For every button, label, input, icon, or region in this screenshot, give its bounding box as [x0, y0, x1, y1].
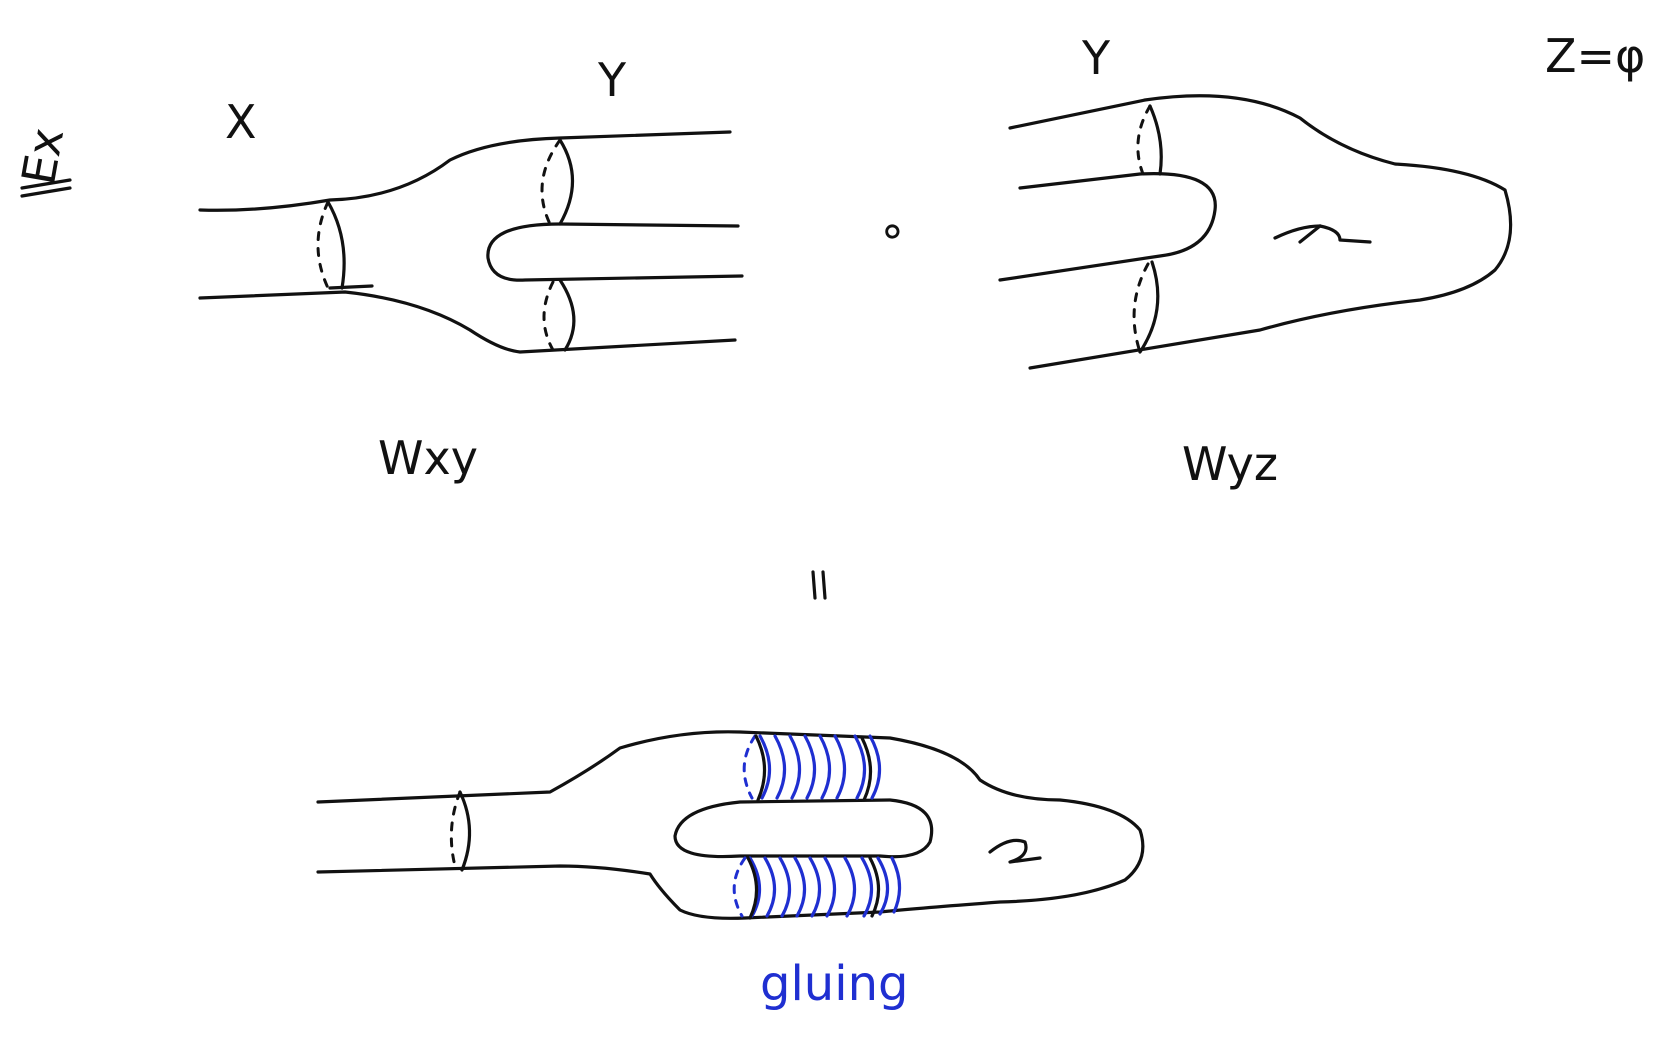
composite-outer-edge [318, 732, 1143, 919]
collar-upper-ring [805, 736, 815, 798]
collar-lower-ring [825, 858, 835, 916]
composite-hole [675, 800, 932, 857]
wyz-outer-edge [1010, 96, 1511, 368]
label-x: X [225, 95, 257, 149]
collar-upper-ring [790, 736, 800, 798]
collar-upper-ring [835, 736, 845, 798]
collar-upper-back [744, 736, 755, 798]
wxy-x-circle-back [318, 202, 328, 288]
label-y-right: Y [1081, 31, 1111, 85]
collar-lower-ring [862, 858, 872, 916]
wyz-inner-cap [1000, 174, 1215, 280]
collar-lower-ring [795, 858, 805, 916]
cobordism-composite: gluing [318, 732, 1143, 1012]
collar-lower-ring [765, 858, 775, 916]
ex-text: Ex [11, 124, 74, 189]
label-z-empty: Z=φ [1545, 29, 1645, 83]
collar-upper-ring [775, 736, 785, 798]
compose-symbol: ∘ [878, 203, 907, 257]
wxy-bottom-edge [200, 292, 735, 352]
collar-lower-ring [845, 858, 855, 916]
label-gluing: gluing [760, 956, 908, 1012]
equals-sign: = [0, 0, 825, 598]
wxy-y2-circle-back [544, 282, 553, 350]
equals-stroke-2 [823, 572, 825, 598]
label-y-left: Y [597, 53, 627, 107]
collar-lower-back [734, 858, 745, 916]
wxy-x-circle-front [328, 202, 344, 288]
wxy-top-edge [200, 132, 730, 210]
label-wxy: Wxy [378, 431, 478, 485]
collar-lower-ring [810, 858, 820, 916]
wxy-inner-u [488, 224, 742, 280]
collar-lower-ring [892, 858, 900, 912]
example-label: Ex [11, 124, 74, 196]
wyz-y2-circle-front [1140, 262, 1158, 352]
wyz-handle-mark [1275, 226, 1370, 242]
wyz-y1-circle-back [1138, 106, 1150, 174]
wyz-y1-circle-front [1150, 106, 1161, 174]
collar-lower-ring [780, 858, 790, 916]
collar-upper-ring [820, 736, 830, 798]
cobordism-wxy: X Y Wxy [200, 53, 742, 485]
ex-underline-2 [22, 188, 70, 196]
composite-x-circle-back [451, 792, 460, 870]
wxy-x-tick [330, 286, 372, 288]
wxy-y2-circle-front [560, 280, 574, 350]
gluing-collar-lower [734, 858, 899, 918]
gluing-collar-upper [744, 736, 879, 800]
cobordism-wyz: Y Z=φ Wyz [1000, 29, 1645, 491]
composite-x-circle-front [460, 792, 470, 870]
composite-handle-mark [990, 840, 1040, 862]
wxy-y1-circle-front [560, 140, 573, 224]
label-wyz: Wyz [1182, 437, 1278, 491]
equals-stroke-1 [813, 572, 815, 598]
collar-upper-ring [855, 736, 865, 798]
wxy-y1-circle-back [542, 140, 560, 224]
